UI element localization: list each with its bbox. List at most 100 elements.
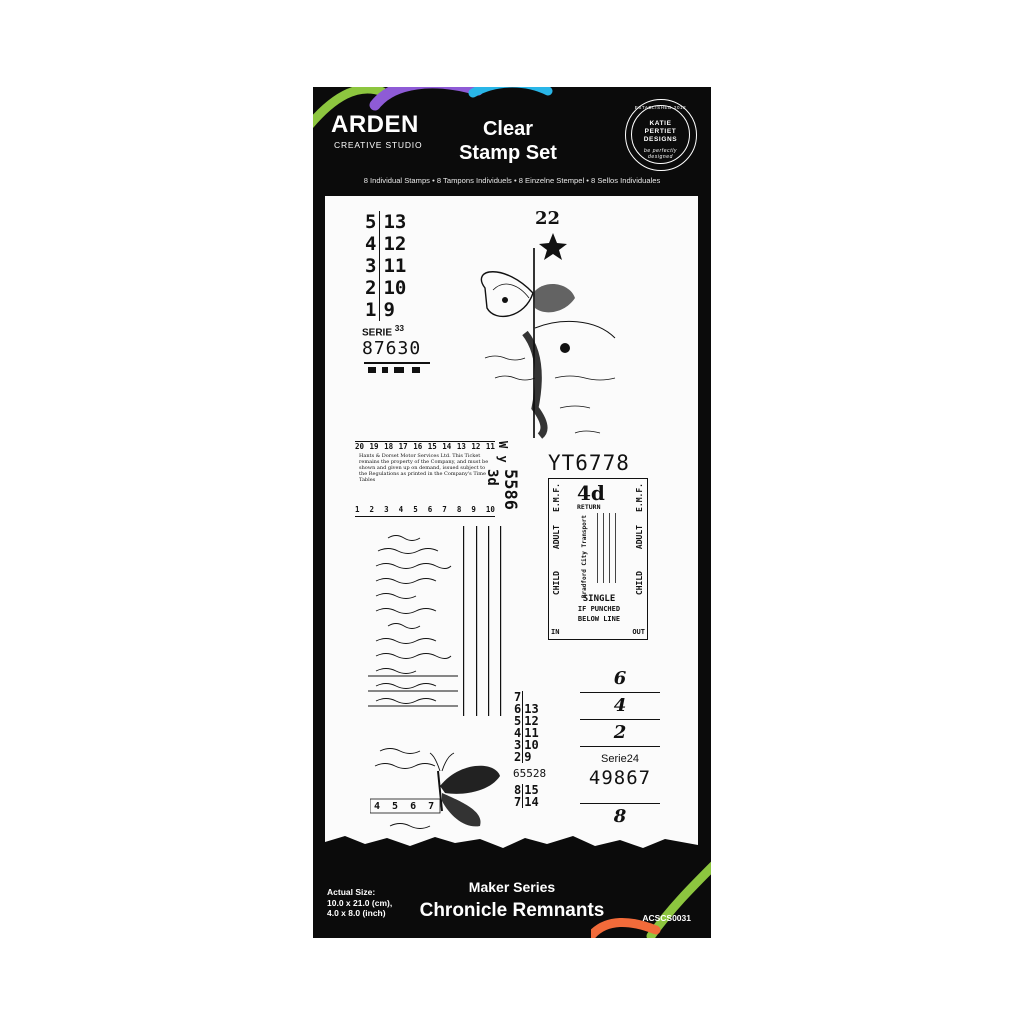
ticket-number: 15 xyxy=(427,442,437,451)
ticket-number: 17 xyxy=(398,442,408,451)
number-cell: 8 xyxy=(513,783,524,797)
number-cell: 5 xyxy=(362,211,381,233)
designer-seal: ESTABLISHED 2012 KATIE PERTIET DESIGNS b… xyxy=(625,99,697,171)
number-cell: 12 xyxy=(383,233,407,255)
ticket-number: 18 xyxy=(384,442,394,451)
number-row: 7 xyxy=(513,691,540,703)
torn-paper-edge xyxy=(325,836,698,872)
ticket-return: RETURN xyxy=(577,503,601,511)
tall-number-stamp: 6 4 2 Serie24 49867 8 xyxy=(580,666,660,831)
ticket-number: 3 xyxy=(384,505,389,514)
product-title: Clear Stamp Set xyxy=(459,118,557,164)
number-cell: 12 xyxy=(524,714,539,728)
product-tagline: 8 Individual Stamps • 8 Tampons Individu… xyxy=(363,176,661,185)
ticket-number: 20 xyxy=(355,442,365,451)
ticket-side-number: 5586 xyxy=(500,469,520,510)
product-name: Chronicle Remnants xyxy=(419,900,605,921)
number-cell: 7 xyxy=(513,795,524,809)
partial-digits-mark xyxy=(364,362,430,374)
product-series: Maker Series xyxy=(468,879,556,895)
small-serial-number: 65528 xyxy=(513,767,547,780)
ticket-number: 4 xyxy=(398,505,404,514)
number-cell: 9 xyxy=(524,750,532,764)
serie-number: 33 xyxy=(394,323,405,333)
ticket-number: 8 xyxy=(456,505,462,514)
moth-icon xyxy=(480,233,616,439)
butterfly-digits: 4 5 6 7 xyxy=(374,801,438,812)
ticket-code: YT6778 xyxy=(548,451,630,475)
ticket-side-fare: 3d xyxy=(484,469,500,486)
ticket-number: 7 xyxy=(442,505,447,514)
ticket-number: 13 xyxy=(456,442,466,451)
ticket-number: 10 xyxy=(485,505,495,514)
ticket-single: SINGLE xyxy=(582,594,616,604)
tall-serie: Serie24 xyxy=(601,753,639,765)
number-cell: 10 xyxy=(383,277,407,299)
number-cell: 13 xyxy=(383,211,407,233)
tall-serial-number: 49867 xyxy=(588,767,652,789)
number-cell: 4 xyxy=(362,233,381,255)
ticket-number: 16 xyxy=(413,442,423,451)
moth-number: 22 xyxy=(535,208,561,229)
actual-size-info: Actual Size: 10.0 x 21.0 (cm), 4.0 x 8.0… xyxy=(327,887,393,918)
number-cell: 3 xyxy=(513,738,524,752)
ticket-fine-print xyxy=(597,513,616,583)
transport-ticket-stamp: YT6778 4d RETURN E.M.F. ADULT CHILD IN E… xyxy=(548,451,654,651)
butterfly-icon xyxy=(369,748,500,829)
number-cell: 13 xyxy=(524,702,539,716)
number-cell: 10 xyxy=(524,738,539,752)
ticket-top-numbers: 20 19 18 17 16 15 14 13 12 11 xyxy=(355,442,495,451)
ticket-number: 1 xyxy=(355,505,360,514)
ticket-number: 5 xyxy=(413,505,418,514)
brand-name: ARDEN xyxy=(331,111,419,138)
number-cell: 14 xyxy=(524,795,539,809)
number-cell: 7 xyxy=(513,690,524,704)
serie-label: SERIE xyxy=(362,327,393,339)
ticket-fare: 4d xyxy=(577,481,605,505)
moth-collage-stamp: 22 xyxy=(465,208,625,443)
number-cell: 1 xyxy=(362,299,381,321)
ticket-number: 2 xyxy=(369,505,375,514)
number-cell: 9 xyxy=(383,299,395,321)
number-cell: 2 xyxy=(362,277,381,299)
ticket-number: 19 xyxy=(369,442,379,451)
brand-subtitle: CREATIVE STUDIO xyxy=(334,140,423,150)
ledger-stamp xyxy=(368,526,518,716)
brand-logo: ARDEN CREATIVE STUDIO xyxy=(331,111,423,151)
ticket-number: 14 xyxy=(442,442,452,451)
number-cell: 6 xyxy=(513,702,524,716)
number-cell: 3 xyxy=(362,255,381,277)
number-cell: 2 xyxy=(513,750,524,764)
ticket-number: 11 xyxy=(485,442,495,451)
number-cell: 4 xyxy=(513,726,524,740)
product-card: ARDEN CREATIVE STUDIO Clear Stamp Set ES… xyxy=(313,87,711,938)
serial-number: 87630 xyxy=(362,338,422,360)
ticket-number: 9 xyxy=(471,505,476,514)
number-cell: 11 xyxy=(524,726,539,740)
butterfly-stamp: 4 5 6 7 xyxy=(369,731,505,841)
number-cell: 5 xyxy=(513,714,524,728)
ticket-number: 6 xyxy=(427,505,433,514)
ticket-number: 12 xyxy=(471,442,481,451)
ticket-side-wy: W y xyxy=(496,441,510,463)
number-cell: 11 xyxy=(383,255,407,277)
number-cell: 15 xyxy=(524,783,539,797)
product-sku: ACSCS0031 xyxy=(642,913,691,923)
